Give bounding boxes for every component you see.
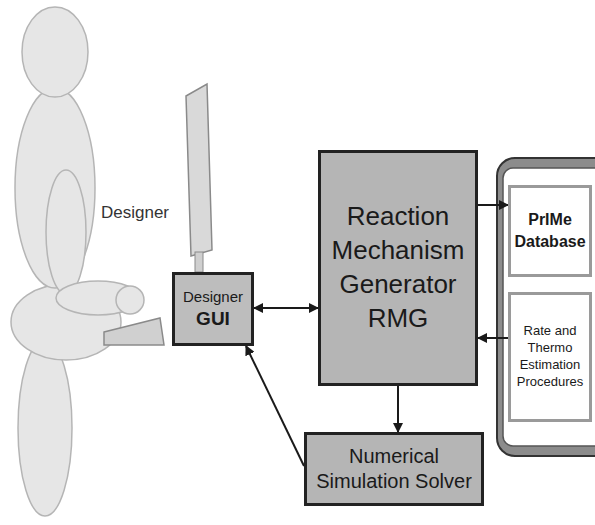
solver-box: Numerical Simulation Solver: [304, 432, 484, 506]
node-text: Numerical Simulation Solver: [313, 444, 475, 494]
arrow-connector: [397, 386, 399, 432]
arrow-connector: [246, 346, 304, 466]
node-text: Rate and Thermo Estimation Procedures: [514, 323, 586, 391]
arrow-connector: [254, 307, 318, 309]
estimation-box: Rate and Thermo Estimation Procedures: [508, 292, 592, 422]
arrow-connector: [478, 337, 508, 339]
node-text: Reaction Mechanism Generator RMG: [327, 200, 469, 335]
database-container: [497, 158, 595, 456]
keyboard: [104, 318, 164, 345]
node-text: PrIMe Database: [514, 209, 586, 252]
actor-label: Designer: [101, 203, 169, 223]
database-box: PrIMe Database: [508, 185, 592, 277]
node-text: GUI: [196, 307, 230, 331]
gui-box: DesignerGUI: [172, 272, 254, 346]
designer-figure: [11, 7, 144, 516]
generator-box: Reaction Mechanism Generator RMG: [318, 150, 478, 386]
arrow-connector: [478, 204, 508, 206]
node-text: Designer: [183, 288, 243, 307]
monitor: [186, 84, 212, 272]
